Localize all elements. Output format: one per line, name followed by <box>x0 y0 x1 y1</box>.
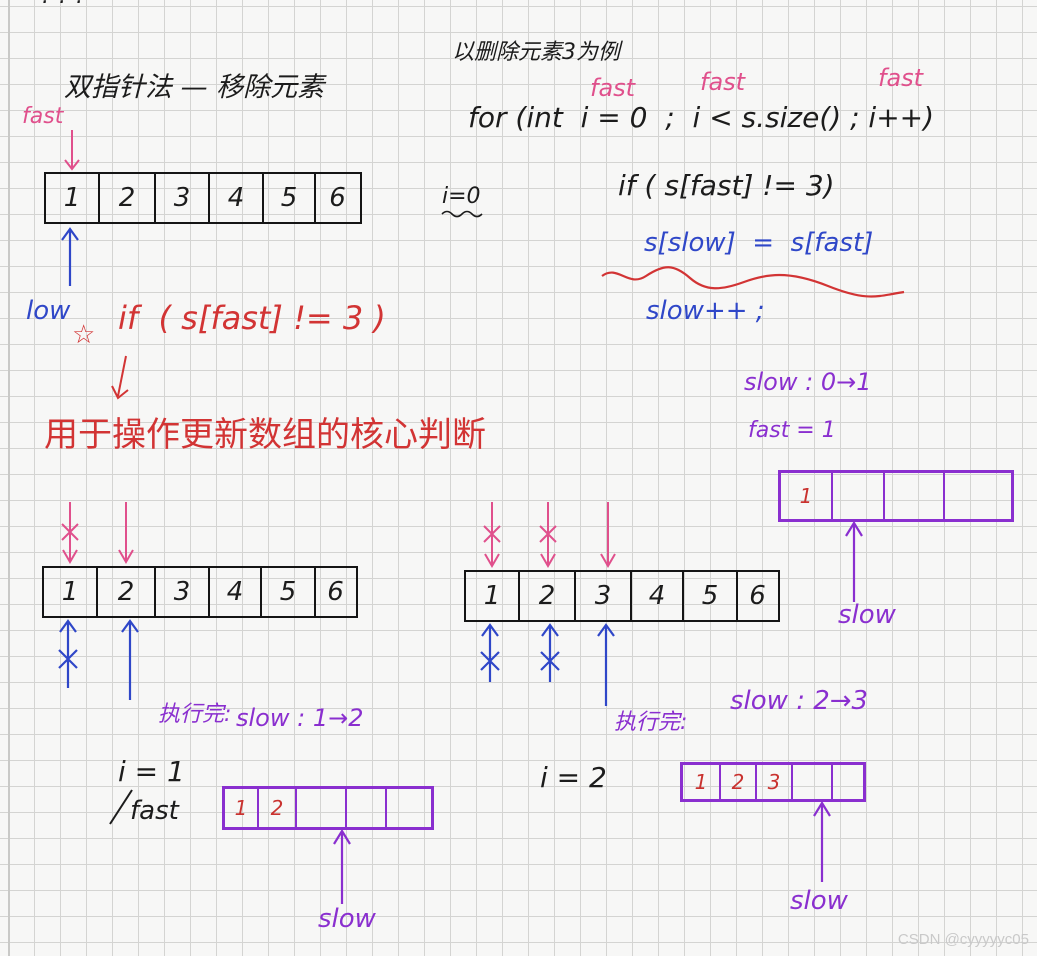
core-judgement-note: 用于操作更新数组的核心判断 <box>44 415 486 455</box>
slow-label-result-3: slow <box>790 886 848 916</box>
array-cell: 1 <box>466 572 520 620</box>
slow-1-to-2-label: slow : 1→2 <box>236 704 364 732</box>
if-code: if ( s[fast] != 3) <box>618 169 835 202</box>
fast-label-cond: fast <box>700 68 746 96</box>
slow-arrow-crossed-2b <box>540 623 560 682</box>
for-loop-code: for (int i = 0 ; i < s.size() ; i++) <box>468 101 935 134</box>
fast-pointer-label: fast <box>22 104 64 129</box>
watermark: CSDN @cyyyyyc05 <box>897 931 1029 948</box>
array-cell: 3 <box>156 568 210 616</box>
array-cell: 1 <box>46 174 100 222</box>
if-condition: if ( s[fast] != 3 ) <box>118 299 386 337</box>
i2-label: i = 2 <box>540 761 607 794</box>
array-cell: 2 <box>100 174 156 222</box>
cut-off-title: ... <box>42 0 93 8</box>
fast-arrow-crossed-2b <box>539 502 557 568</box>
star-mark: ☆ <box>72 320 96 350</box>
i0-label: i=0 <box>442 184 481 209</box>
array-cell <box>945 473 1011 519</box>
fast-pointer-arrow <box>64 130 80 171</box>
array-cell: 1 <box>44 568 98 616</box>
exec-done-label-2: 执行完: <box>614 710 688 735</box>
array-cell: 3 <box>757 765 793 799</box>
exec-done-label-1: 执行完: <box>158 702 232 727</box>
slow-arrow-result-2 <box>333 828 351 904</box>
array-cell <box>833 765 863 799</box>
slow-label-result-2: slow <box>318 904 376 934</box>
array-cell: 6 <box>327 577 344 607</box>
array-cell: 5 <box>684 572 738 620</box>
assign-code: s[slow] = s[fast] <box>644 228 874 258</box>
array-cell <box>885 473 945 519</box>
array-cell <box>297 789 347 827</box>
red-wavy-underline <box>601 266 905 298</box>
array-cell: 4 <box>210 568 262 616</box>
array-cell: 3 <box>156 174 210 222</box>
note-arrow <box>111 355 129 400</box>
notebook-margin-line <box>8 0 10 956</box>
array-cell: 2 <box>259 789 297 827</box>
slow-increment-code: slow++ ; <box>646 296 765 326</box>
array-cell: 2 <box>98 568 156 616</box>
slow-arrow-crossed-1 <box>58 619 78 688</box>
fast-label-init: fast <box>590 74 636 102</box>
i-fast-slash <box>109 789 133 825</box>
slow-2-to-3-label: slow : 2→3 <box>730 686 869 716</box>
left-title: 双指针法 — 移除元素 <box>64 72 325 103</box>
fast-arrow-crossed-2a <box>483 502 501 568</box>
array-cell: 1 <box>683 765 721 799</box>
low-pointer-label: low <box>26 296 71 326</box>
slow-label-result-1: slow <box>838 600 896 630</box>
i1-fast-note: fast <box>130 796 179 826</box>
array-cell: 5 <box>262 568 316 616</box>
array-cell: 2 <box>721 765 757 799</box>
slow-arrow-result-3 <box>813 800 831 882</box>
array-cell: 5 <box>264 174 316 222</box>
result-array-1: 1 <box>778 470 1014 522</box>
fast-arrow-current-1 <box>118 502 134 564</box>
fast-label-inc: fast <box>878 64 924 92</box>
fast-arrow-current-2 <box>600 502 616 568</box>
slow-0-to-1-label: slow : 0→1 <box>744 368 872 396</box>
slow-arrow-current-2 <box>597 623 615 706</box>
array-cell: 1 <box>225 789 259 827</box>
array-cell: 6 <box>329 183 346 213</box>
fast-equals-1-label: fast = 1 <box>748 418 836 443</box>
array-cell <box>347 789 387 827</box>
slow-arrow-current-1 <box>121 619 139 700</box>
right-title: 以删除元素3为例 <box>452 40 620 65</box>
array-cell: 4 <box>210 174 264 222</box>
array-cell: 3 <box>576 572 632 620</box>
array-cell: 1 <box>781 473 833 519</box>
array-cell <box>833 473 885 519</box>
array-cell: 6 <box>749 581 766 611</box>
i1-label: i = 1 <box>118 755 185 788</box>
array-cell <box>387 789 431 827</box>
array-cell <box>793 765 833 799</box>
slow-arrow-result-1 <box>845 520 863 602</box>
i0-underline-squiggle <box>441 210 483 218</box>
fast-arrow-crossed-1 <box>61 502 79 564</box>
slow-pointer-arrow-initial <box>61 227 79 286</box>
array-cell: 2 <box>520 572 576 620</box>
array-cell: 4 <box>632 572 684 620</box>
slow-arrow-crossed-2a <box>480 623 500 682</box>
